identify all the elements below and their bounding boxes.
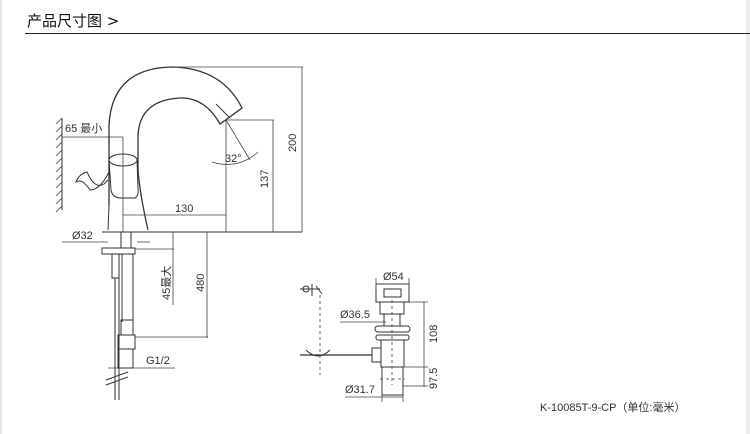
label-lower-length: 97.5 <box>428 368 440 389</box>
label-body-diameter: Ø36.5 <box>340 309 370 321</box>
title-divider <box>25 33 750 34</box>
page-border-left <box>0 0 2 434</box>
label-spout-reach: 130 <box>175 203 193 215</box>
label-deck-thickness: 45最大 <box>159 266 173 300</box>
drain-dimensions <box>340 278 428 402</box>
label-thread: G1/2 <box>146 355 170 367</box>
label-tail-diameter: Ø31.7 <box>345 384 375 396</box>
section-title: 产品尺寸图 > <box>27 12 120 30</box>
label-shank-diameter: Ø32 <box>72 230 93 242</box>
label-cap-diameter: Ø54 <box>383 271 404 283</box>
wall-hatch <box>55 117 63 213</box>
label-upper-length: 108 <box>428 325 440 343</box>
label-height-total: 200 <box>287 134 299 152</box>
page-border-right <box>746 0 750 434</box>
label-spout-angle: 32° <box>225 153 242 165</box>
label-spout-height: 137 <box>259 170 271 188</box>
faucet-drawing <box>74 66 302 233</box>
model-label: K-10085T-9-CP（单位:毫米） <box>540 400 685 414</box>
label-hose-length: 480 <box>195 274 207 292</box>
supply-lines <box>101 231 136 400</box>
drain-drawing <box>300 283 411 396</box>
label-wall-clearance: 65 最小 <box>65 122 102 135</box>
faucet-dimensions <box>62 66 303 369</box>
